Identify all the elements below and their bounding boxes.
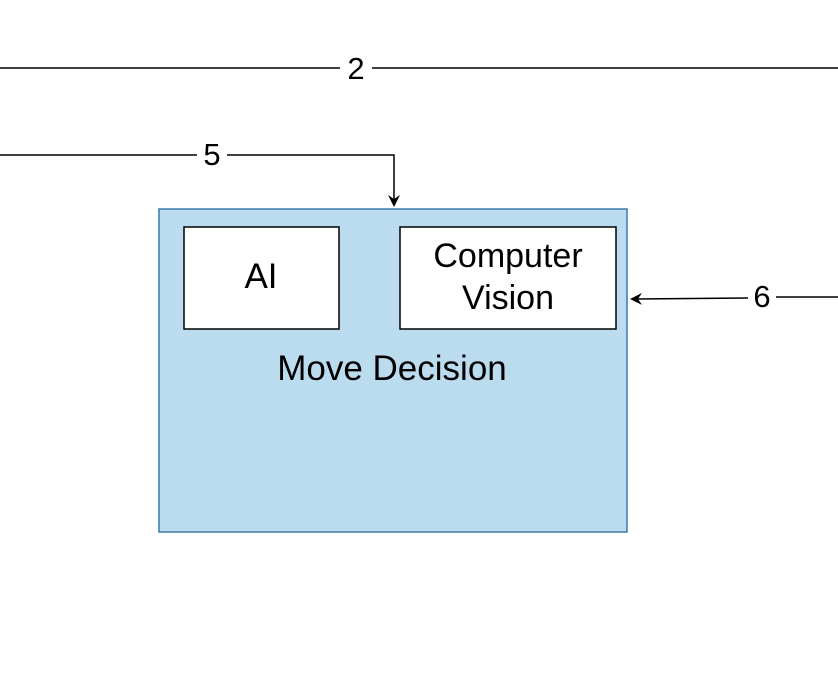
connector-6: 6 — [630, 279, 838, 314]
ai-box-label: AI — [244, 257, 277, 296]
connector-5-label: 5 — [203, 137, 220, 172]
move-decision-label: Move Decision — [277, 349, 507, 388]
ai-box[interactable]: AI — [183, 226, 340, 330]
computer-vision-box-rect[interactable] — [399, 226, 617, 330]
connector-5-elbow — [227, 154, 400, 207]
computer-vision-label-line1: Computer — [433, 237, 582, 275]
ai-box-rect[interactable] — [183, 226, 340, 330]
connector-2-label: 2 — [347, 51, 364, 86]
connector-6-line-left — [630, 292, 749, 305]
connector-2: 2 — [0, 51, 838, 86]
connector-5: 5 — [0, 137, 400, 207]
connector-6-label: 6 — [753, 279, 770, 314]
computer-vision-label-line2: Vision — [462, 279, 554, 317]
computer-vision-box[interactable]: Computer Vision — [399, 226, 617, 330]
